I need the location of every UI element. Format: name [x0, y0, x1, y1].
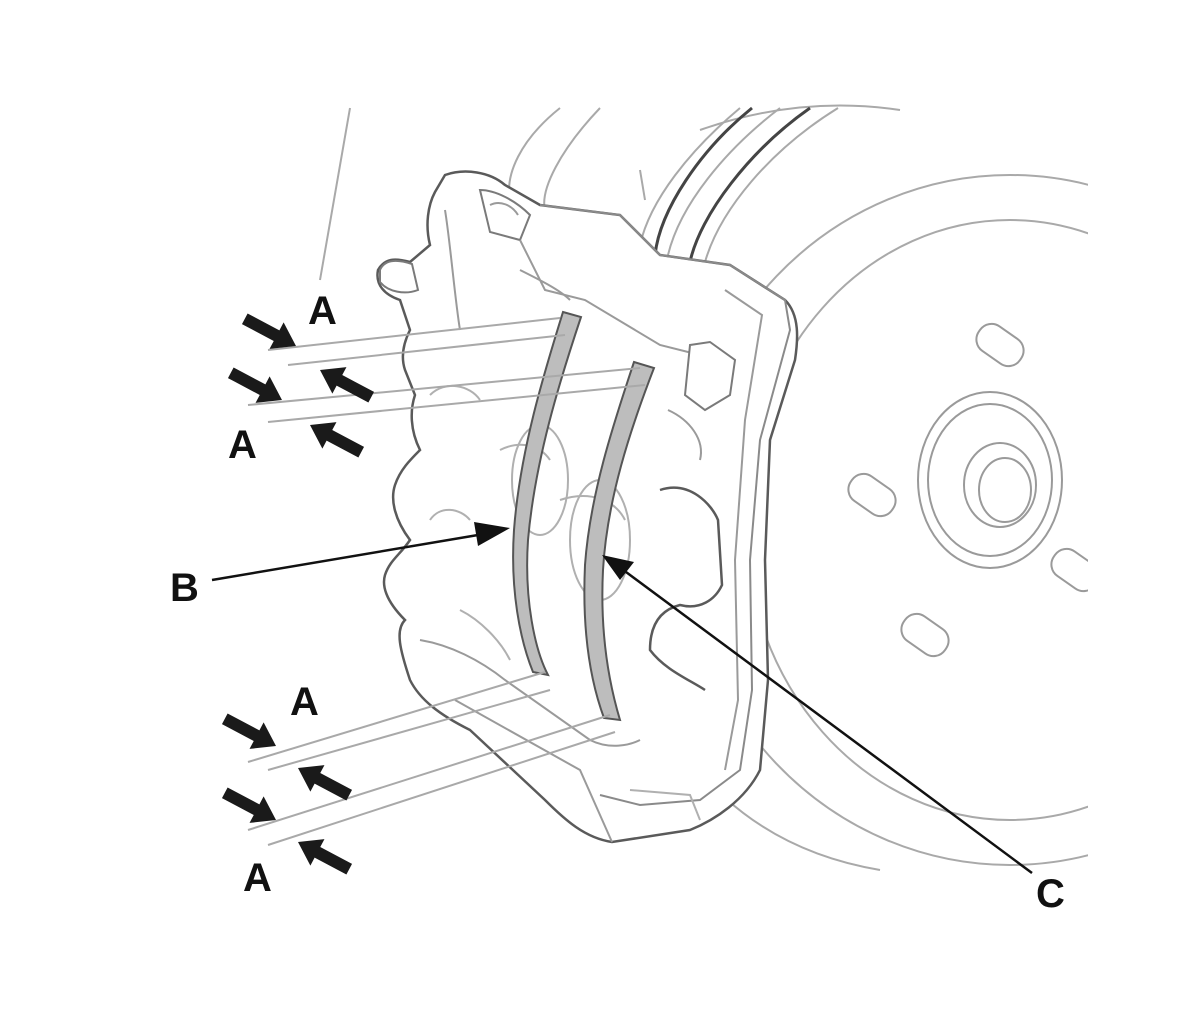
leader-c: [602, 555, 1033, 875]
callout-a-upper-1: A: [308, 289, 337, 333]
brake-hose: [653, 106, 811, 263]
arrow-icon: [298, 765, 353, 801]
arrow-icon: [241, 313, 296, 349]
abutment-guide-lines: [247, 317, 646, 846]
inner-pad-shim: [512, 310, 583, 677]
arrow-icon: [320, 367, 375, 403]
caliper-body: [376, 170, 799, 844]
arrow-icon: [227, 367, 282, 403]
arrow-icon: [310, 422, 365, 458]
callout-b: B: [170, 566, 199, 610]
leader-b: [211, 522, 510, 582]
callout-a-lower-1: A: [290, 680, 319, 724]
outer-pad-shim: [583, 360, 656, 722]
callout-a-upper-2: A: [228, 423, 257, 467]
wheel-studs: [847, 322, 1088, 658]
arrow-icon: [298, 839, 353, 875]
callout-c: C: [1036, 872, 1065, 916]
callout-a-lower-2: A: [243, 856, 272, 900]
arrow-icon: [221, 787, 276, 823]
wheel-hub: [917, 391, 1063, 569]
arrow-icon: [221, 713, 276, 749]
apply-grease-arrows: [221, 313, 375, 875]
